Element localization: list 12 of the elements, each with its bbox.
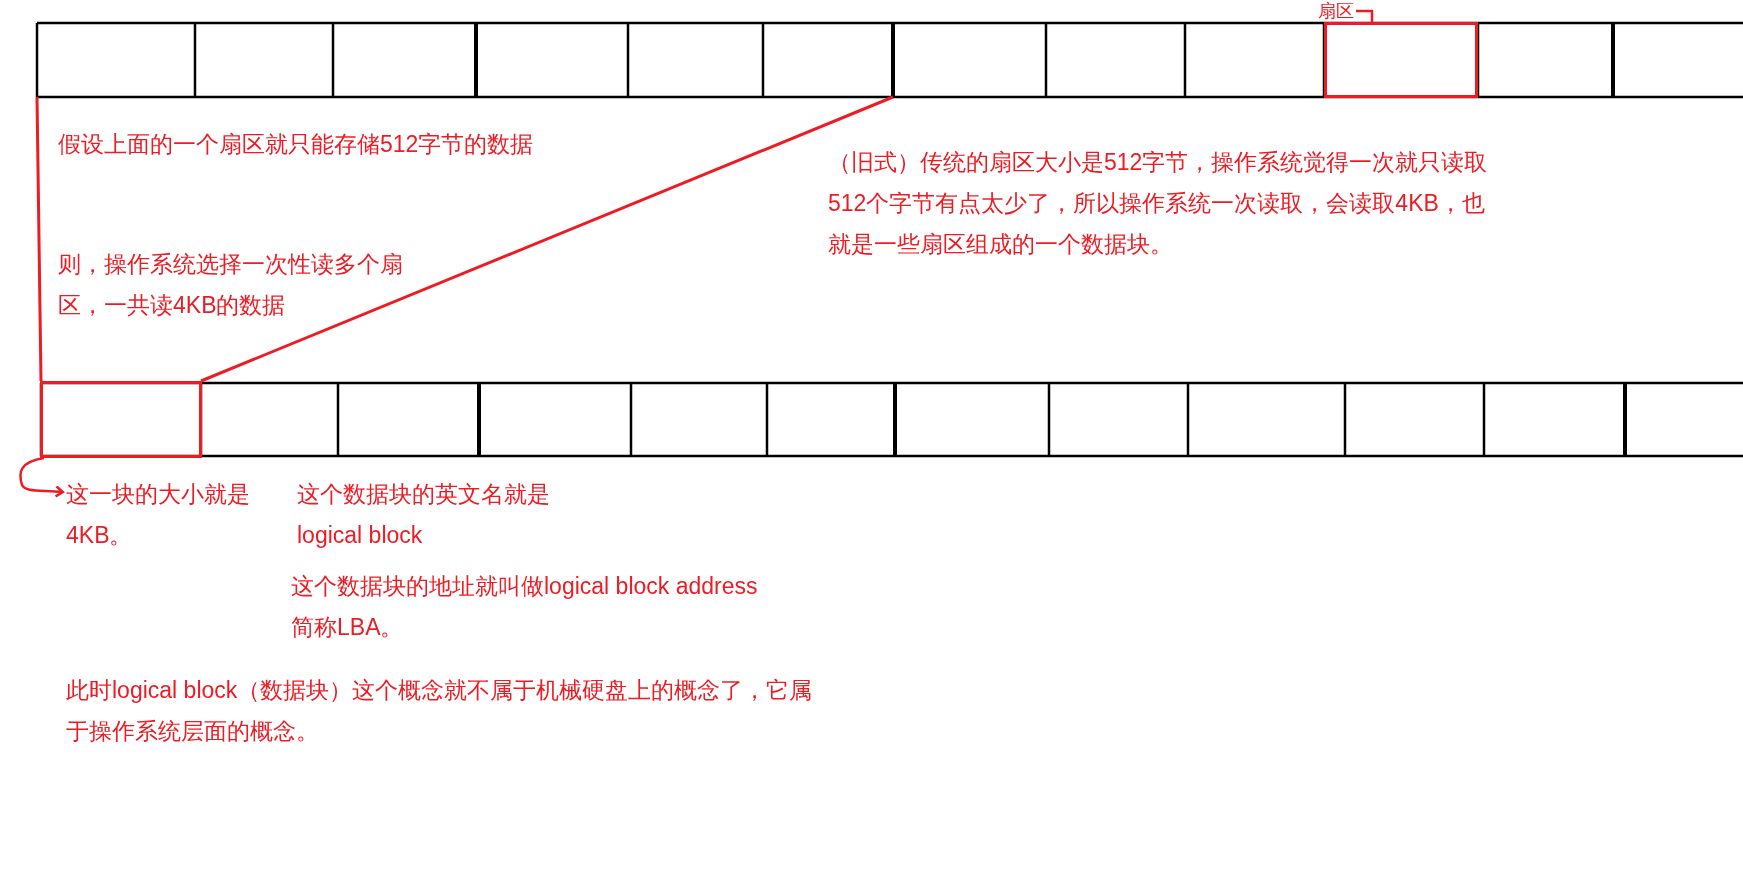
note-text: 则，操作系统选择一次性读多个扇区，一共读4KB的数据 [58, 250, 404, 320]
note-text: 这个数据块的英文名就是 logical block [297, 480, 551, 550]
note-text: 这个数据块的地址就叫做logical block address 简称LBA。 [291, 572, 759, 642]
note-text: （旧式）传统的扇区大小是512字节，操作系统觉得一次就只读取512个字节有点太少了，所以操作系统一次读取，会读取4KB，也就是一些扇区组成的一个数据块。 [828, 148, 1489, 259]
curved-arrow [19, 456, 65, 498]
block-box [40, 381, 202, 458]
note-text: 此时logical block（数据块）这个概念就不属于机械硬盘上的概念了，它属于操作系统层面的概念。 [66, 676, 814, 746]
sector-box [1324, 22, 1478, 98]
leader-line [1356, 9, 1374, 22]
sector-label: 扇区 [1318, 0, 1354, 22]
note-text: 假设上面的一个扇区就只能存储512字节的数据 [58, 130, 534, 159]
note-text: 这一块的大小就是4KB。 [66, 474, 256, 556]
